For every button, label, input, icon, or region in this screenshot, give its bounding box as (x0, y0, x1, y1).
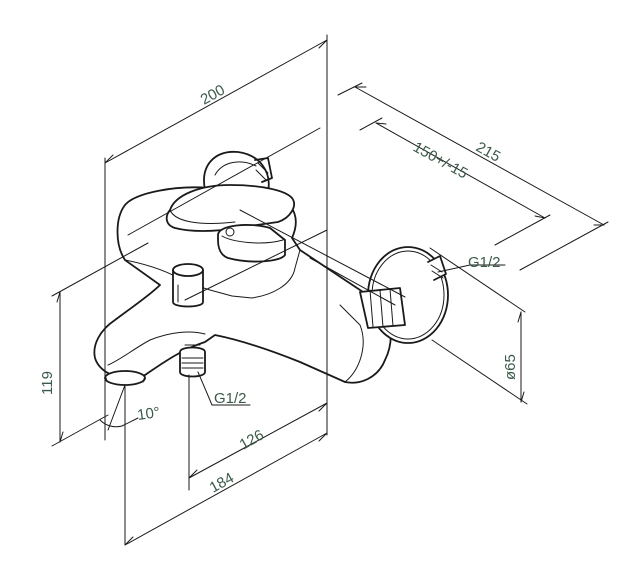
angle-arc (99, 419, 123, 428)
angle-10-label: 10° (136, 404, 161, 424)
g12-bottom-leader (197, 371, 251, 406)
g12-right-leader (437, 264, 506, 273)
g12-bottom-label: G1/2 (214, 390, 247, 407)
dim-150-label: 150+/-15 (410, 139, 470, 183)
faucet-body (93, 151, 449, 386)
dim-119-label: 119 (39, 371, 56, 395)
g12-right-label: G1/2 (468, 254, 501, 271)
mixer-lever (165, 184, 295, 263)
dim-184-line (124, 432, 328, 546)
dimension-lines (51, 34, 609, 546)
rear-eccentric (203, 151, 273, 193)
dim-215-label: 215 (473, 139, 503, 166)
diverter-knob (172, 263, 204, 308)
bottom-connector (179, 344, 206, 378)
dim-65-label: ø65 (502, 354, 519, 380)
dim-215-line (354, 86, 605, 226)
dim-150-line (375, 122, 546, 219)
dim-184-label: 184 (207, 469, 237, 496)
dim-126-line (188, 402, 328, 479)
right-eccentric (359, 246, 449, 344)
dim-200-line (104, 39, 328, 164)
dim-200-label: 200 (198, 81, 228, 108)
